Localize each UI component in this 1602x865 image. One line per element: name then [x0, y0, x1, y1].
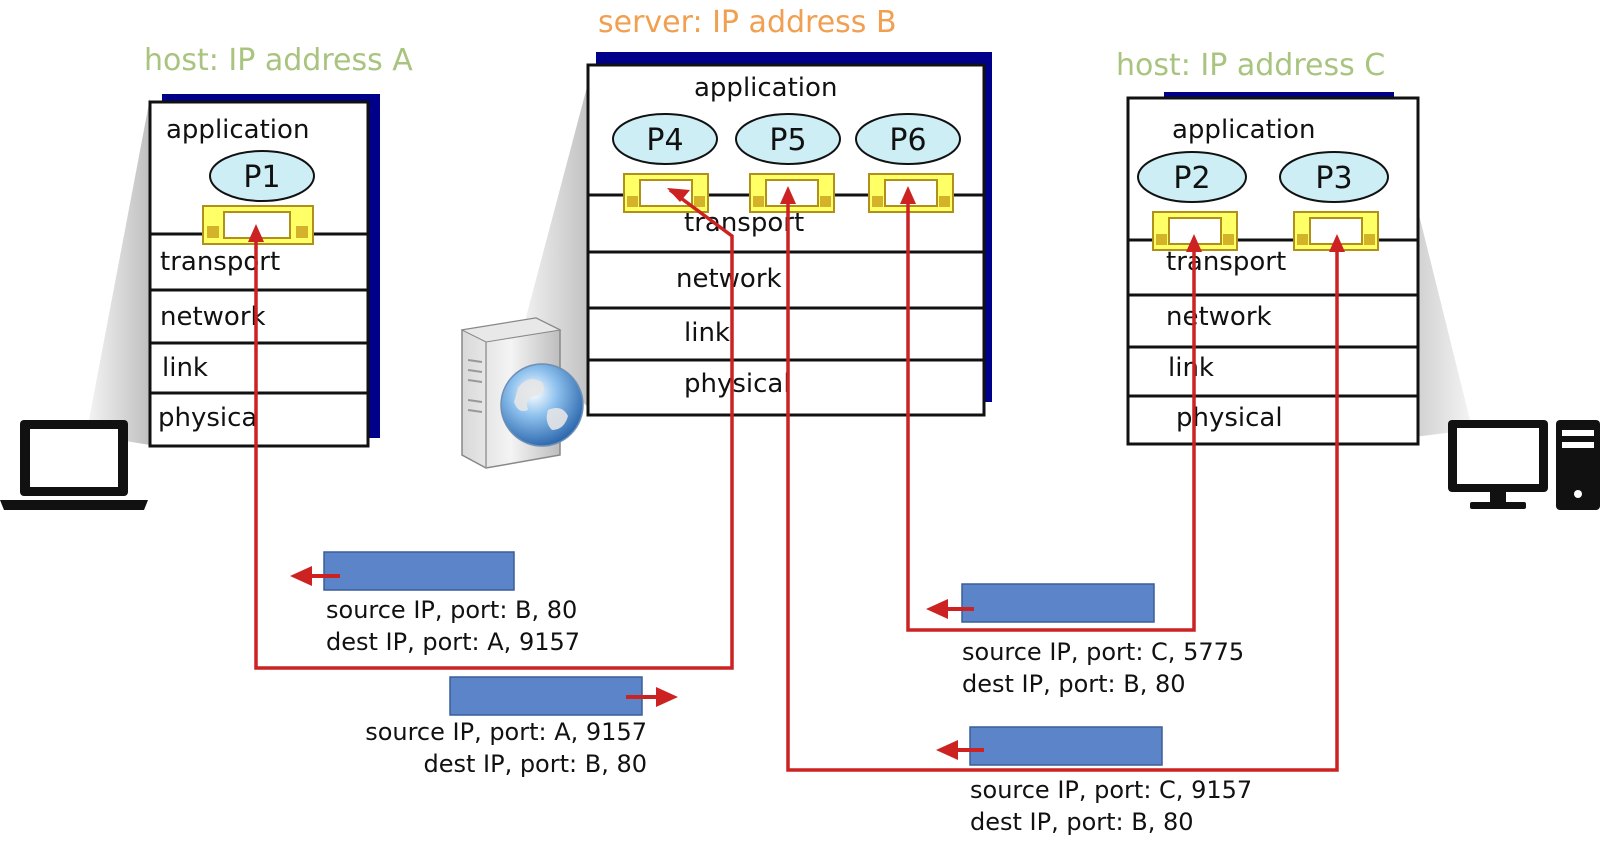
segment-dest-label: dest IP, port: B, 80 — [962, 670, 1186, 698]
host-c-stack: application transport network link physi… — [1126, 92, 1420, 446]
flow-path-p4-to-p1 — [254, 188, 734, 670]
process-p6-label: P6 — [889, 123, 926, 158]
stack-shadow — [1164, 92, 1394, 98]
flow-arrowheads — [248, 186, 1345, 252]
segment-rect — [961, 583, 1155, 623]
segment-rect — [969, 726, 1163, 766]
arrowhead — [780, 186, 796, 204]
arrowhead — [1186, 234, 1202, 252]
socket — [749, 173, 835, 213]
direction-arrow — [926, 599, 948, 619]
layer-transport: transport — [1166, 247, 1286, 277]
desktop-computer-icon — [1448, 420, 1600, 510]
segment-rect — [323, 551, 515, 591]
layer-transport: transport — [160, 247, 280, 277]
segment-a-to-b: source IP, port: A, 9157 dest IP, port: … — [365, 676, 678, 778]
segment-dest-label: dest IP, port: B, 80 — [970, 808, 1194, 836]
host-a-stack: application transport network link physi… — [148, 94, 380, 448]
process-p5-label: P5 — [769, 123, 806, 158]
process-p3-label: P3 — [1315, 161, 1352, 196]
flow-path-p2-to-p6 — [906, 200, 1196, 632]
flow-paths — [254, 188, 1339, 772]
arrowhead — [900, 186, 916, 204]
process-p4 — [612, 113, 718, 165]
segment-dest-label: dest IP, port: A, 9157 — [326, 628, 580, 656]
laptop-icon — [0, 420, 148, 510]
segment-source-label: source IP, port: A, 9157 — [365, 718, 647, 746]
direction-arrow — [936, 740, 958, 760]
layer-network: network — [160, 302, 266, 332]
server-title: server: IP address B — [598, 5, 897, 40]
layer-application: application — [1172, 115, 1315, 145]
process-p2 — [1137, 151, 1247, 203]
server-globe-icon — [460, 317, 584, 469]
process-p1-label: P1 — [243, 160, 280, 195]
segment-source-label: source IP, port: B, 80 — [326, 596, 577, 624]
socket — [623, 173, 709, 213]
process-p3 — [1279, 151, 1389, 203]
layer-application: application — [166, 115, 309, 145]
layer-link: link — [1168, 353, 1214, 383]
segment-dest-label: dest IP, port: B, 80 — [423, 750, 647, 778]
segment-source-label: source IP, port: C, 9157 — [970, 776, 1252, 804]
arrowhead — [667, 188, 690, 202]
server-stack: application transport network link physi… — [586, 52, 992, 417]
segment-c5775-to-b: source IP, port: C, 5775 dest IP, port: … — [926, 583, 1244, 698]
process-p6 — [855, 113, 961, 165]
direction-arrow — [656, 687, 678, 707]
arrowhead — [1329, 234, 1345, 252]
layer-application: application — [694, 73, 837, 103]
socket — [1293, 211, 1379, 251]
projection-beam-a — [88, 98, 150, 445]
layer-physical: physical — [1176, 403, 1283, 433]
direction-arrow — [290, 566, 312, 586]
arrowhead — [248, 224, 264, 242]
segment-c9157-to-b: source IP, port: C, 9157 dest IP, port: … — [936, 726, 1252, 836]
host-c-title: host: IP address C — [1116, 48, 1385, 83]
layer-network: network — [676, 264, 782, 294]
flow-path-p3-to-p5 — [786, 200, 1339, 772]
layer-network: network — [1166, 302, 1272, 332]
segment-rect — [449, 676, 643, 716]
layer-physical: physical — [684, 369, 791, 399]
process-p2-label: P2 — [1173, 161, 1210, 196]
layer-link: link — [684, 318, 730, 348]
process-p5 — [735, 113, 841, 165]
layer-link: link — [162, 353, 208, 383]
process-p1 — [209, 150, 315, 202]
process-p4-label: P4 — [646, 123, 683, 158]
segment-b-to-a: source IP, port: B, 80 dest IP, port: A,… — [290, 551, 580, 656]
layer-physical: physica — [158, 403, 257, 433]
segment-source-label: source IP, port: C, 5775 — [962, 638, 1244, 666]
host-a-title: host: IP address A — [144, 43, 413, 78]
